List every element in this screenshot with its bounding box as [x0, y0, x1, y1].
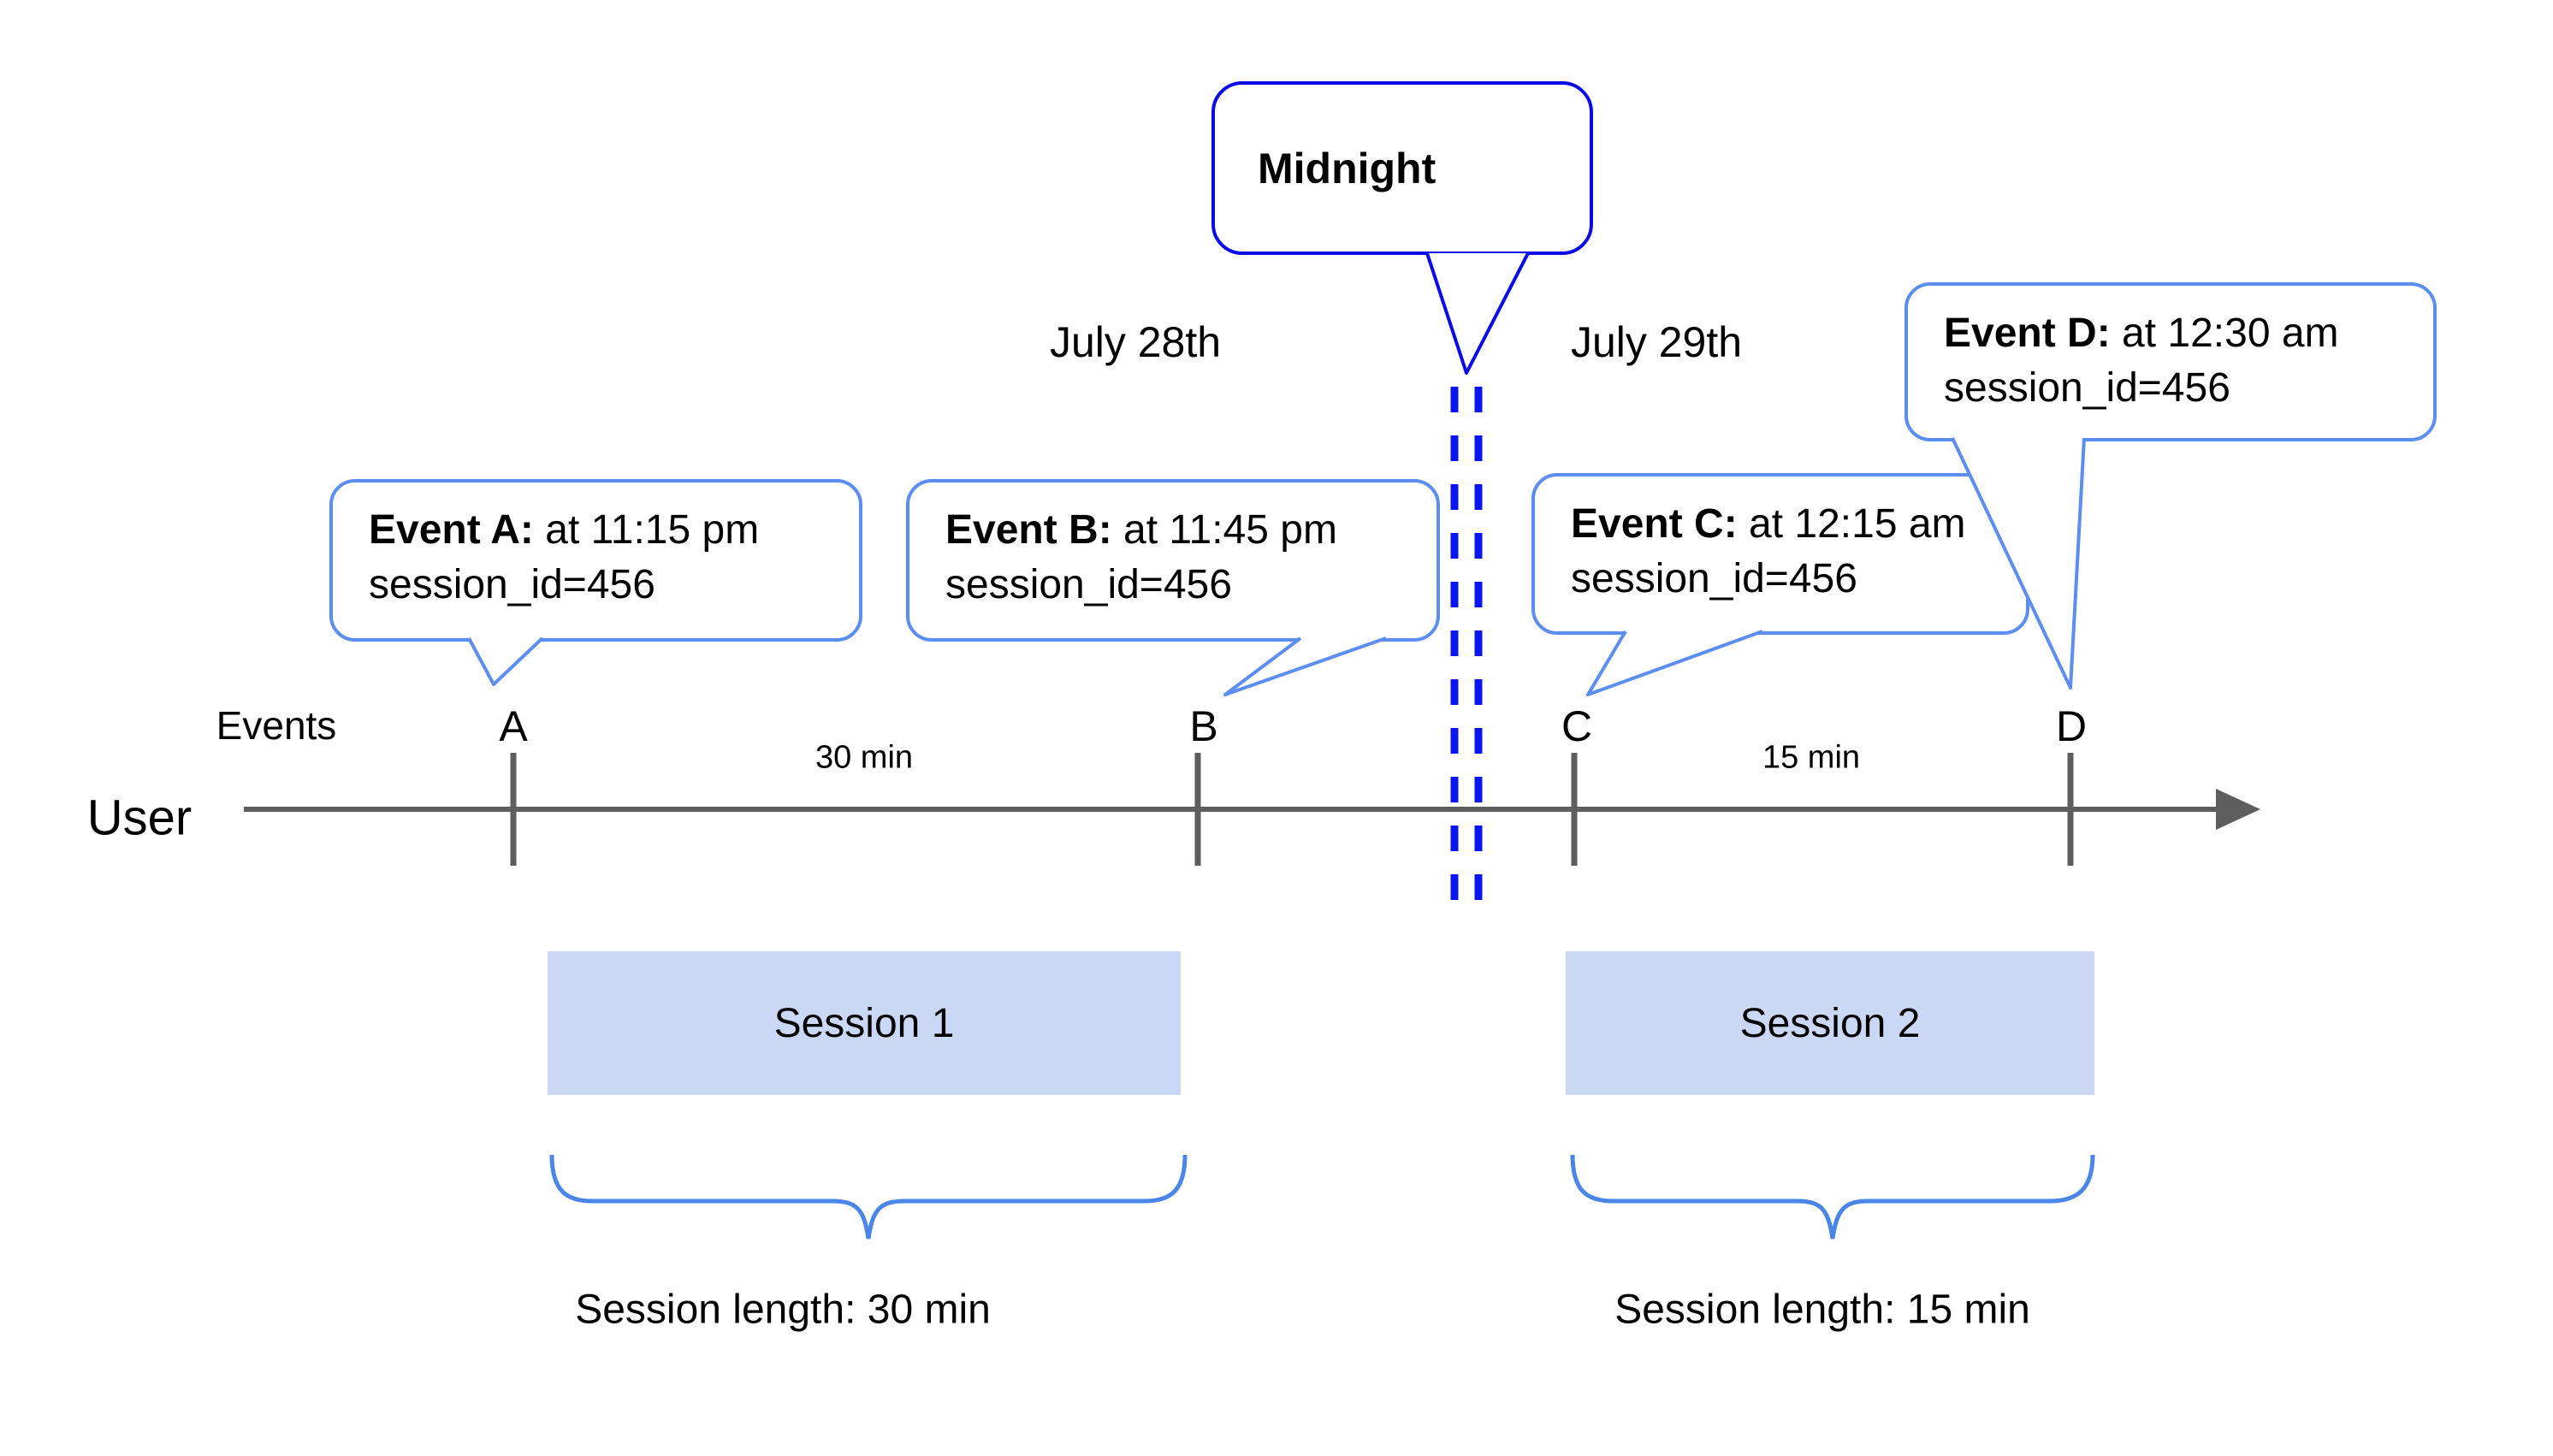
callout-tail-b — [1223, 636, 1387, 696]
callout-event-a: Event A: at 11:15 pm session_id=456 — [329, 479, 862, 642]
callout-line2: session_id=456 — [1571, 556, 1857, 601]
callout-line1: Event C: at 12:15 am — [1571, 501, 1966, 547]
date-july-29: July 29th — [1570, 318, 1743, 366]
interval-ab-label: 30 min — [814, 739, 914, 776]
session2-label: Session 2 — [1739, 1000, 1921, 1046]
callout-tail-c — [1586, 630, 1763, 696]
callout-line2: session_id=456 — [945, 562, 1232, 607]
callout-line1: Event A: at 11:15 pm — [369, 507, 760, 553]
callout-event-c: Event C: at 12:15 am session_id=456 — [1531, 473, 2029, 635]
midnight-callout: Midnight — [1211, 81, 1593, 255]
session1-box: Session 1 — [548, 951, 1181, 1095]
midnight-label: Midnight — [1258, 144, 1436, 192]
session1-brace — [549, 1154, 1188, 1240]
callout-event-d: Event D: at 12:30 am session_id=456 — [1904, 282, 2437, 441]
interval-cd-label: 15 min — [1762, 739, 1861, 776]
date-july-28: July 28th — [1049, 318, 1222, 366]
event-letter-c: C — [1561, 702, 1593, 750]
session2-length-label: Session length: 15 min — [1614, 1287, 2030, 1333]
callout-event-b: Event B: at 11:45 pm session_id=456 — [906, 479, 1440, 642]
callout-tail-a — [467, 636, 544, 686]
session1-length-label: Session length: 30 min — [575, 1287, 991, 1333]
events-axis-label: Events — [216, 703, 337, 748]
callout-line1: Event D: at 12:30 am — [1944, 311, 2339, 356]
session1-label: Session 1 — [773, 1000, 955, 1046]
callout-line1: Event B: at 11:45 pm — [945, 507, 1337, 553]
session2-brace — [1570, 1154, 2095, 1240]
midnight-callout-tail — [1425, 252, 1530, 375]
event-letter-d: D — [2055, 702, 2088, 750]
callout-line2: session_id=456 — [369, 562, 655, 607]
event-letter-b: B — [1189, 702, 1218, 750]
user-axis-label: User — [86, 790, 193, 846]
event-letter-a: A — [499, 702, 528, 750]
session2-box: Session 2 — [1566, 951, 2094, 1095]
callout-line2: session_id=456 — [1944, 365, 2230, 411]
timeline-arrowhead-icon — [2216, 789, 2260, 830]
